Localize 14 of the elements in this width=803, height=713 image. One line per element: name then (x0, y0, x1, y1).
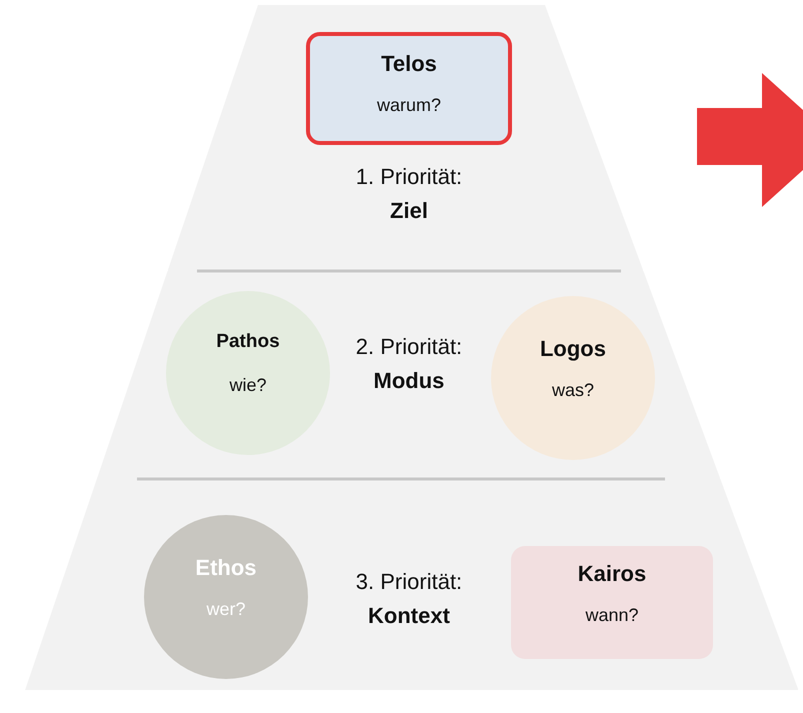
question-text: warum? (376, 94, 442, 116)
rounded-box (306, 32, 512, 145)
node-title: Pathos (215, 331, 281, 353)
node-title: Logos (538, 336, 607, 362)
question-text: wer? (205, 599, 246, 620)
node-title: Telos (380, 50, 438, 76)
question-text: wie? (228, 375, 268, 396)
node-title: Ethos (194, 555, 258, 581)
priority-text: 1. Priorität: Ziel (354, 163, 464, 225)
node-title: Kairos (576, 560, 648, 586)
question-text: wann? (584, 604, 640, 626)
question-text: was? (550, 380, 595, 401)
priority-text: 2. Priorität: Modus (354, 333, 464, 395)
priority-text: 3. Priorität: Kontext (354, 568, 464, 630)
